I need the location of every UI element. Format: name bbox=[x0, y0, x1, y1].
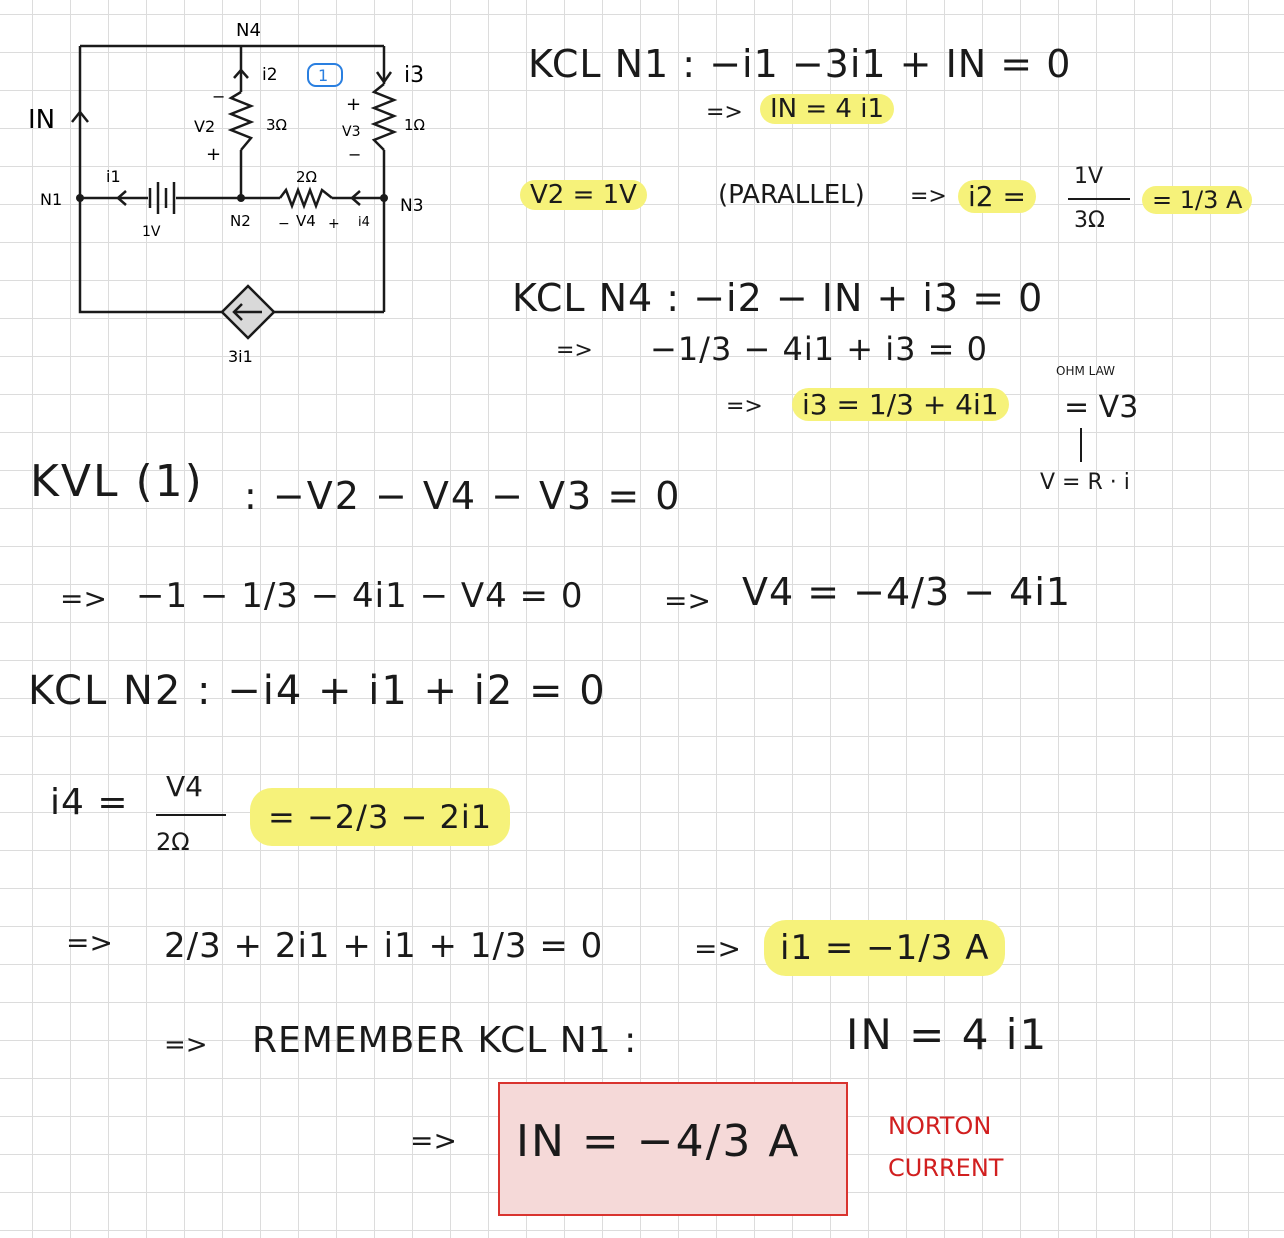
v4-result: V4 = −4/3 − 4i1 bbox=[742, 570, 1072, 614]
i4-fraction-bar bbox=[156, 814, 226, 816]
label-v4-plus: + bbox=[328, 216, 340, 232]
label-n1: N1 bbox=[40, 190, 62, 209]
kcl-n1-line: KCL N1 : −i1 −3i1 + IN = 0 bbox=[528, 42, 1072, 86]
n4-substituted: −1/3 − 4i1 + i3 = 0 bbox=[650, 330, 988, 368]
kcl-n2-line: KCL N2 : −i4 + i1 + i2 = 0 bbox=[28, 668, 607, 714]
i3-result: i3 = 1/3 + 4i1 bbox=[792, 388, 1009, 421]
result-box bbox=[498, 1082, 848, 1216]
label-n3: N3 bbox=[400, 196, 424, 216]
loop-mark: 1 bbox=[318, 66, 328, 85]
label-i4: i4 bbox=[358, 215, 370, 230]
remember-kcl-n1: REMEMBER KCL N1 : bbox=[252, 1020, 638, 1061]
label-v2-minus: − bbox=[212, 87, 225, 106]
v2-equals-1v: V2 = 1V bbox=[520, 180, 647, 210]
label-v3: V3 bbox=[342, 124, 360, 140]
i2-arrow-icon bbox=[233, 68, 249, 79]
circuit-diagram: 1 N4 N1 N2 N3 IN i1 i2 i3 i4 V2 V3 V4 3Ω… bbox=[28, 20, 425, 366]
v3-equality: = V3 bbox=[1064, 390, 1139, 425]
arrow-6: => bbox=[664, 584, 711, 617]
i4-denominator: 2Ω bbox=[156, 828, 190, 856]
label-v4-minus: − bbox=[278, 216, 290, 232]
kvl-heading: KVL (1) bbox=[30, 456, 204, 507]
i2-result: = 1/3 A bbox=[1142, 186, 1253, 214]
norton-label-1: NORTON bbox=[888, 1112, 992, 1140]
arrow-2: => bbox=[910, 184, 947, 209]
wire-left-lower bbox=[78, 198, 222, 314]
resistor-2-ohm bbox=[279, 186, 333, 210]
ohm-law-note: OHM LAW bbox=[1056, 364, 1116, 378]
label-v2: V2 bbox=[194, 117, 215, 136]
parallel-note: (PARALLEL) bbox=[718, 180, 865, 210]
in-arrow-icon bbox=[71, 109, 89, 123]
i2-denominator: 3Ω bbox=[1074, 208, 1105, 233]
kvl-equation: : −V2 − V4 − V3 = 0 bbox=[244, 474, 682, 518]
label-v3-minus: − bbox=[348, 145, 361, 164]
node-dot-n3 bbox=[380, 194, 388, 202]
label-dep-source: 3i1 bbox=[228, 347, 253, 366]
ohm-law-formula: V = R · i bbox=[1040, 470, 1130, 495]
arrow-1: => bbox=[706, 100, 743, 125]
i1-arrow-icon bbox=[116, 190, 127, 206]
norton-label-2: CURRENT bbox=[888, 1154, 1004, 1182]
label-v2-plus: + bbox=[206, 144, 221, 165]
label-n2: N2 bbox=[230, 212, 251, 230]
i4-result: = −2/3 − 2i1 bbox=[250, 788, 511, 846]
i3-arrow-icon bbox=[375, 71, 393, 85]
i4-lhs: i4 = bbox=[50, 782, 129, 823]
arrow-8: => bbox=[694, 932, 741, 965]
i2-lhs: i2 = bbox=[958, 180, 1036, 213]
i2-fraction-bar bbox=[1068, 198, 1130, 200]
node-dot-n1 bbox=[76, 194, 84, 202]
in-equals-4i1: IN = 4 i1 bbox=[760, 94, 895, 124]
i4-numerator: V4 bbox=[166, 770, 203, 803]
label-v3-plus: + bbox=[346, 94, 361, 115]
label-v4: V4 bbox=[296, 212, 316, 230]
label-r2: 3Ω bbox=[266, 116, 287, 134]
arrow-4: => bbox=[726, 394, 763, 419]
i2-numerator: 1V bbox=[1074, 164, 1104, 189]
label-in: IN bbox=[28, 105, 55, 135]
label-i3: i3 bbox=[404, 63, 424, 88]
arrow-3: => bbox=[556, 338, 593, 363]
norton-current-result: IN = −4/3 A bbox=[516, 1116, 801, 1167]
resistor-1-ohm bbox=[370, 83, 398, 151]
label-i1: i1 bbox=[106, 167, 121, 186]
label-r3: 1Ω bbox=[404, 116, 425, 134]
arrow-7: => bbox=[66, 926, 113, 959]
label-source: 1V bbox=[142, 224, 161, 240]
node-dot-n2 bbox=[237, 194, 245, 202]
arrow-10: => bbox=[410, 1124, 457, 1157]
kcl-n4-line: KCL N4 : −i2 − IN + i3 = 0 bbox=[512, 276, 1044, 320]
label-n4: N4 bbox=[236, 20, 261, 41]
dependent-source-arrowhead bbox=[232, 303, 243, 321]
remember-equation: IN = 4 i1 bbox=[846, 1010, 1049, 1059]
label-r4: 2Ω bbox=[296, 168, 317, 186]
resistor-3-ohm bbox=[227, 90, 255, 151]
kvl-substituted: −1 − 1/3 − 4i1 − V4 = 0 bbox=[136, 576, 584, 616]
final-substitution: 2/3 + 2i1 + i1 + 1/3 = 0 bbox=[164, 926, 604, 966]
label-i2: i2 bbox=[262, 65, 278, 85]
ohm-law-connector bbox=[1080, 428, 1082, 462]
i4-arrow-icon bbox=[350, 190, 361, 206]
i1-result: i1 = −1/3 A bbox=[764, 920, 1006, 976]
arrow-9: => bbox=[164, 1030, 208, 1060]
arrow-5: => bbox=[60, 582, 107, 615]
loop-mark-box bbox=[307, 63, 343, 87]
